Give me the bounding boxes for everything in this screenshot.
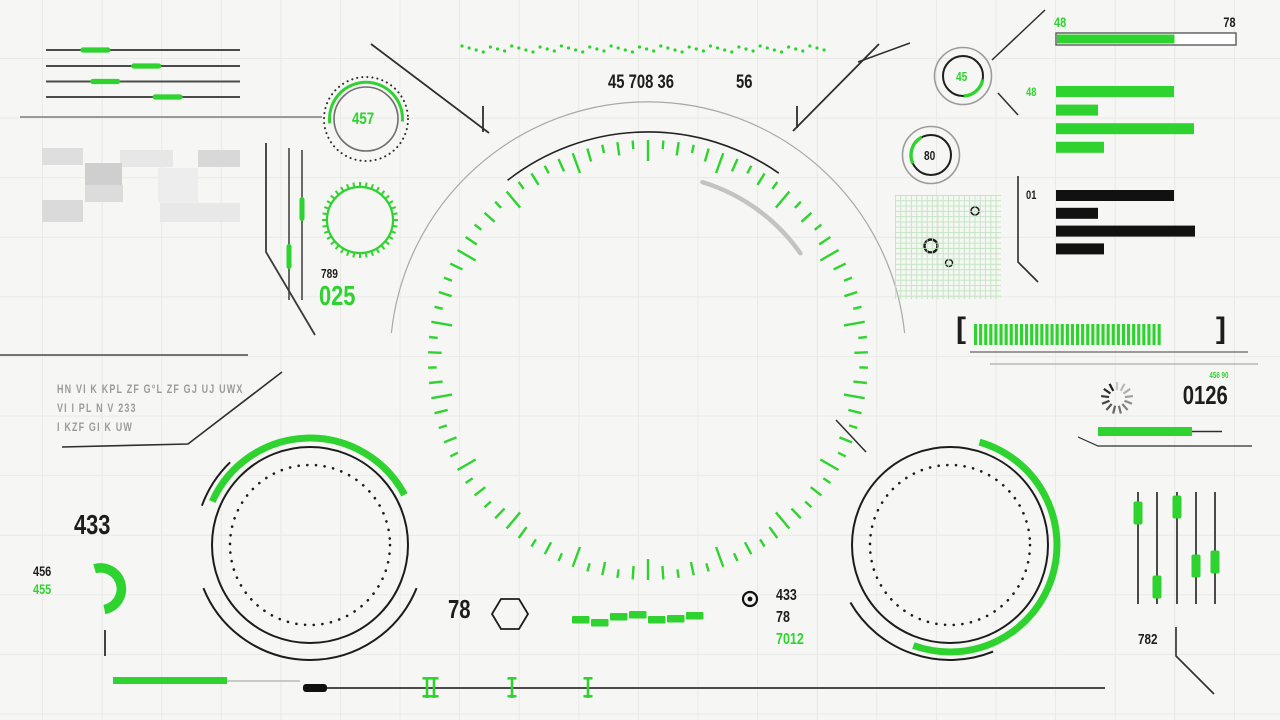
mosaic-block <box>42 200 83 222</box>
gear-circle-icon <box>322 182 398 258</box>
main-circular-gauge <box>390 101 906 580</box>
timeline-marker <box>429 677 439 698</box>
bracket-progress-bar <box>974 324 1161 345</box>
gauge-label-left: 45 708 36 <box>608 72 674 93</box>
stack-value-1: 433 <box>776 587 797 604</box>
spinner-big-value: 0126 <box>1182 380 1228 410</box>
mosaic-block <box>160 203 240 222</box>
bottom-left-big-value: 433 <box>74 509 111 540</box>
mosaic-block <box>120 150 173 167</box>
timeline-handle[interactable] <box>303 684 327 692</box>
slider-segment[interactable] <box>80 47 111 53</box>
bottom-right-value: 782 <box>1138 631 1158 648</box>
vertical-slider-handle[interactable] <box>1210 550 1220 574</box>
value-bar <box>1098 427 1222 436</box>
gauge-label-right: 56 <box>736 72 753 93</box>
stack-value-3: 7012 <box>776 631 804 648</box>
bottom-left-line1: 456 <box>33 563 52 579</box>
top-bar-max-label: 78 <box>1223 14 1236 30</box>
timeline <box>113 677 1105 698</box>
bracket-open: [ <box>956 312 966 345</box>
ring-gauge-b <box>901 125 961 185</box>
top-bar-min-label: 48 <box>1054 14 1067 30</box>
ring-gauge-a-value: 45 <box>955 69 968 84</box>
green-bars-label: 48 <box>1026 85 1037 99</box>
vertical-slider-group[interactable] <box>1133 492 1220 604</box>
bottom-center-value: 78 <box>448 594 471 624</box>
dotted-sparkline <box>460 44 826 54</box>
bottom-left-line2: 455 <box>33 581 52 597</box>
code-text-line: VI I PL N V 233 <box>57 403 137 415</box>
slider-segment[interactable] <box>152 94 183 100</box>
hexagon-icon <box>490 598 530 630</box>
horizontal-slider-group <box>20 47 322 118</box>
spinner-small-value: 456 90 <box>1208 371 1228 380</box>
mini-circle-gauge <box>323 76 409 162</box>
mosaic-block <box>42 148 83 165</box>
mosaic-block <box>198 150 240 167</box>
frame-lines <box>0 9 1258 695</box>
circle-cluster <box>849 438 1061 661</box>
circle-cluster <box>200 434 418 661</box>
vertical-slider-handle[interactable] <box>1152 575 1162 599</box>
ring-gauge-a <box>933 46 993 106</box>
timeline-marker <box>583 677 593 698</box>
slider-segment[interactable] <box>131 63 162 69</box>
mosaic-block <box>85 163 122 185</box>
code-text-block: HN VI K KPL ZF G°L ZF GJ UJ UWX VI I PL … <box>57 381 296 438</box>
mosaic-block <box>158 168 198 203</box>
vertical-slider-handle[interactable] <box>1133 501 1143 525</box>
code-text-line: I KZF GI K UW <box>57 422 134 434</box>
stack-value-2: 78 <box>776 609 790 626</box>
ring-gauge-b-value: 80 <box>923 148 936 163</box>
vertical-slider-handle[interactable] <box>1191 554 1201 578</box>
slider-segment[interactable] <box>90 78 121 85</box>
column-readout-bottom: 025 <box>319 280 356 311</box>
vertical-slider-handle[interactable] <box>1172 495 1182 519</box>
zigzag-blocks <box>572 611 704 627</box>
graph-paper-panel <box>895 195 1001 299</box>
mosaic-block <box>85 185 123 202</box>
vertical-indicator-lines <box>265 143 316 336</box>
code-text-line: HN VI K KPL ZF G°L ZF GJ UJ UWX <box>57 384 244 396</box>
timeline-marker <box>507 677 517 698</box>
quarter-arc-indicator <box>93 563 127 615</box>
top-bar-gauge <box>1055 32 1237 46</box>
black-bar-chart <box>1056 190 1195 255</box>
black-bars-label: 01 <box>1026 188 1037 202</box>
bracket-close: ] <box>1216 312 1226 345</box>
green-bar-chart <box>1056 86 1194 153</box>
target-icon <box>741 590 759 608</box>
mini-gauge-value: 457 <box>351 109 374 128</box>
loading-spinner-icon <box>1100 382 1134 414</box>
timeline-marker <box>422 677 432 698</box>
column-readout-top: 789 <box>321 266 338 281</box>
